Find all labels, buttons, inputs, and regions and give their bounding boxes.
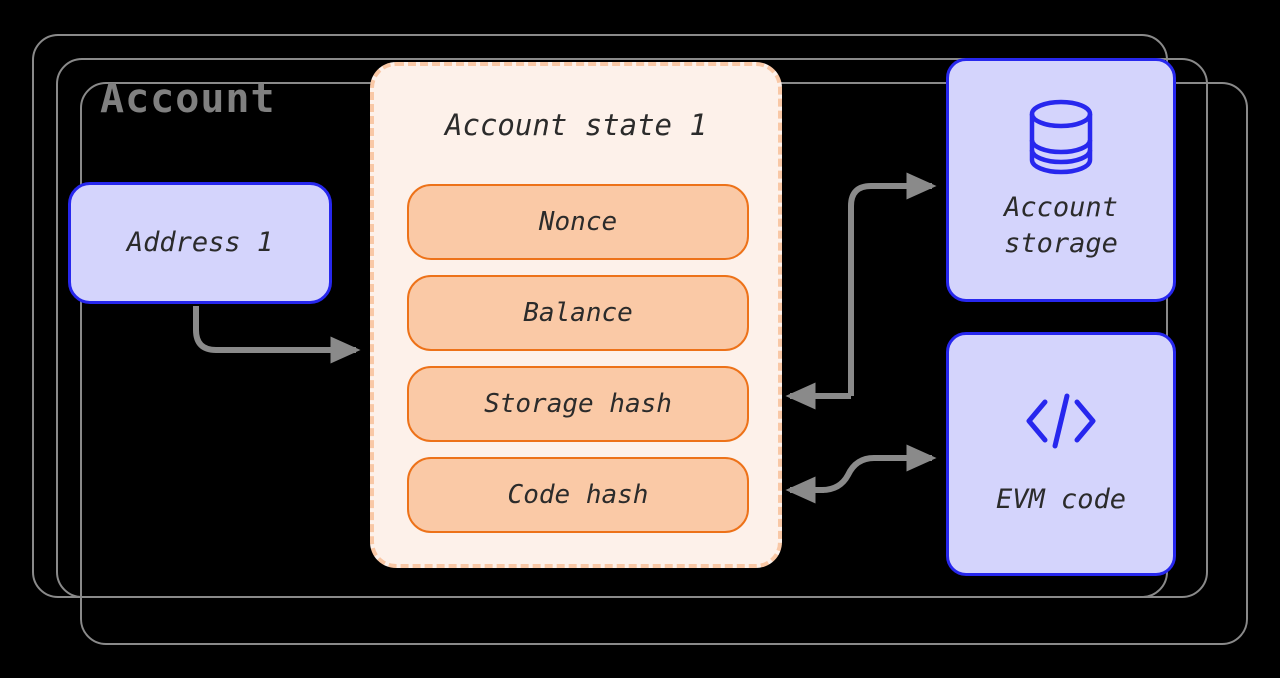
- code-brackets-icon: [1021, 390, 1101, 452]
- field-nonce[interactable]: Nonce: [407, 184, 749, 260]
- field-storage-hash[interactable]: Storage hash: [407, 366, 749, 442]
- database-icon: [1028, 98, 1094, 176]
- evm-code-box[interactable]: EVM code: [946, 332, 1176, 576]
- evm-code-label: EVM code: [995, 483, 1127, 515]
- field-balance[interactable]: Balance: [407, 275, 749, 351]
- account-storage-label: Account storage: [1004, 191, 1118, 259]
- account-state-title: Account state 1: [445, 108, 707, 142]
- address-box-label: Address 1: [126, 226, 274, 258]
- account-state-container: Account state 1 Nonce Balance Storage ha…: [370, 62, 782, 568]
- account-storage-box[interactable]: Account storage: [946, 58, 1176, 302]
- account-card-stack-layer-1: [32, 34, 1168, 598]
- address-box[interactable]: Address 1: [68, 182, 332, 304]
- page-title: Account: [100, 76, 276, 122]
- field-code-hash[interactable]: Code hash: [407, 457, 749, 533]
